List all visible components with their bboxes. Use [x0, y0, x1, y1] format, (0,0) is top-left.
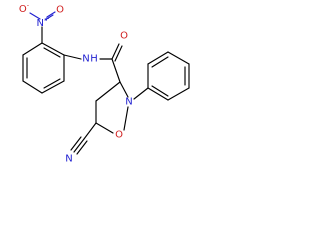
atom-label-ring-n: N: [125, 97, 132, 108]
svg-text:N+: N+: [37, 15, 50, 29]
atom-symbol: H: [90, 54, 98, 65]
atom-symbol: O: [19, 4, 27, 15]
bond: [41, 80, 65, 94]
bond: [111, 43, 120, 60]
bond: [43, 47, 61, 58]
bond: [123, 106, 129, 131]
atom-symbol: O: [115, 130, 123, 141]
bond: [44, 14, 54, 21]
bond: [167, 51, 190, 65]
atom-label-nitro-o: O: [56, 5, 64, 16]
bond: [76, 140, 88, 155]
bond: [63, 54, 82, 60]
nitro-group: [29, 11, 56, 44]
atom-symbol: O: [120, 31, 128, 42]
nitrophenyl-ring: [22, 42, 65, 94]
bond: [151, 56, 169, 68]
bond: [41, 42, 65, 56]
bond: [167, 87, 190, 101]
bond: [147, 51, 169, 65]
bond: [70, 136, 82, 151]
atom-symbol: N: [82, 54, 89, 65]
atom-label-nitro-o-minus: O-: [19, 1, 30, 15]
nitrile-group: [70, 122, 97, 155]
atom-symbol: N: [65, 154, 72, 165]
bond: [147, 87, 169, 101]
bond: [43, 78, 61, 89]
bond: [151, 85, 169, 97]
bond: [22, 80, 43, 94]
bond: [95, 81, 121, 102]
atom-symbol: N: [37, 18, 44, 29]
atom-label-nitrile-n: N: [65, 154, 72, 165]
bond: [29, 12, 41, 20]
bond: [83, 122, 97, 140]
chemical-structure: O- N+ O N H O N O N: [19, 1, 190, 165]
atom-label-nitro-n: N+: [37, 15, 50, 29]
isoxazolidine-ring: [95, 81, 129, 134]
bond: [114, 45, 123, 62]
bond: [111, 58, 121, 83]
phenyl-ring: [133, 51, 190, 101]
bond: [46, 11, 56, 18]
atom-label-amide-o: O: [120, 31, 128, 42]
svg-text:O-: O-: [19, 1, 30, 15]
bond: [95, 122, 114, 134]
bond: [22, 42, 43, 56]
bond: [133, 87, 149, 100]
atom-label-amide-nh: N H: [82, 54, 98, 65]
bond: [119, 81, 129, 98]
bond: [73, 138, 85, 153]
atom-label-ring-o: O: [115, 130, 123, 141]
atom-symbol: N: [125, 97, 132, 108]
atom-symbol: O: [56, 5, 64, 16]
charge-sign: -: [27, 1, 30, 9]
amide-group: [63, 43, 123, 83]
charge-sign: +: [44, 15, 49, 23]
